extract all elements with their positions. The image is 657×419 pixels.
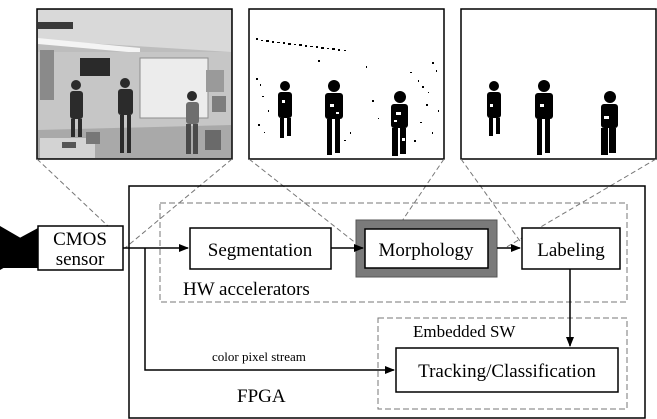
fpga-label: FPGA [237, 386, 286, 407]
camera-frame-photo [36, 8, 233, 160]
color-pixel-stream-label: color pixel stream [212, 349, 306, 364]
hw-accelerators-group [159, 202, 628, 303]
segmentation-label: Segmentation [208, 240, 313, 261]
segmentation-output-image [248, 8, 445, 160]
fpga-boundary [128, 185, 646, 419]
cmos-label-line2: sensor [56, 249, 105, 270]
morphology-output-image [460, 8, 657, 160]
embedded-sw-group [377, 317, 628, 410]
labeling-block [521, 227, 621, 270]
cmos-label-line1: CMOS [53, 229, 107, 250]
arrow-pixel-stream-to-tracking [144, 248, 395, 374]
embedded-sw-label: Embedded SW [413, 322, 516, 341]
morphology-label: Morphology [379, 240, 475, 261]
labeling-label: Labeling [537, 240, 605, 261]
hw-accelerators-label: HW accelerators [183, 279, 310, 300]
tracking-block [395, 347, 619, 393]
cmos-sensor-block [37, 225, 124, 271]
morphology-block [364, 228, 489, 269]
tracking-label: Tracking/Classification [418, 361, 596, 382]
segmentation-block [189, 227, 332, 270]
